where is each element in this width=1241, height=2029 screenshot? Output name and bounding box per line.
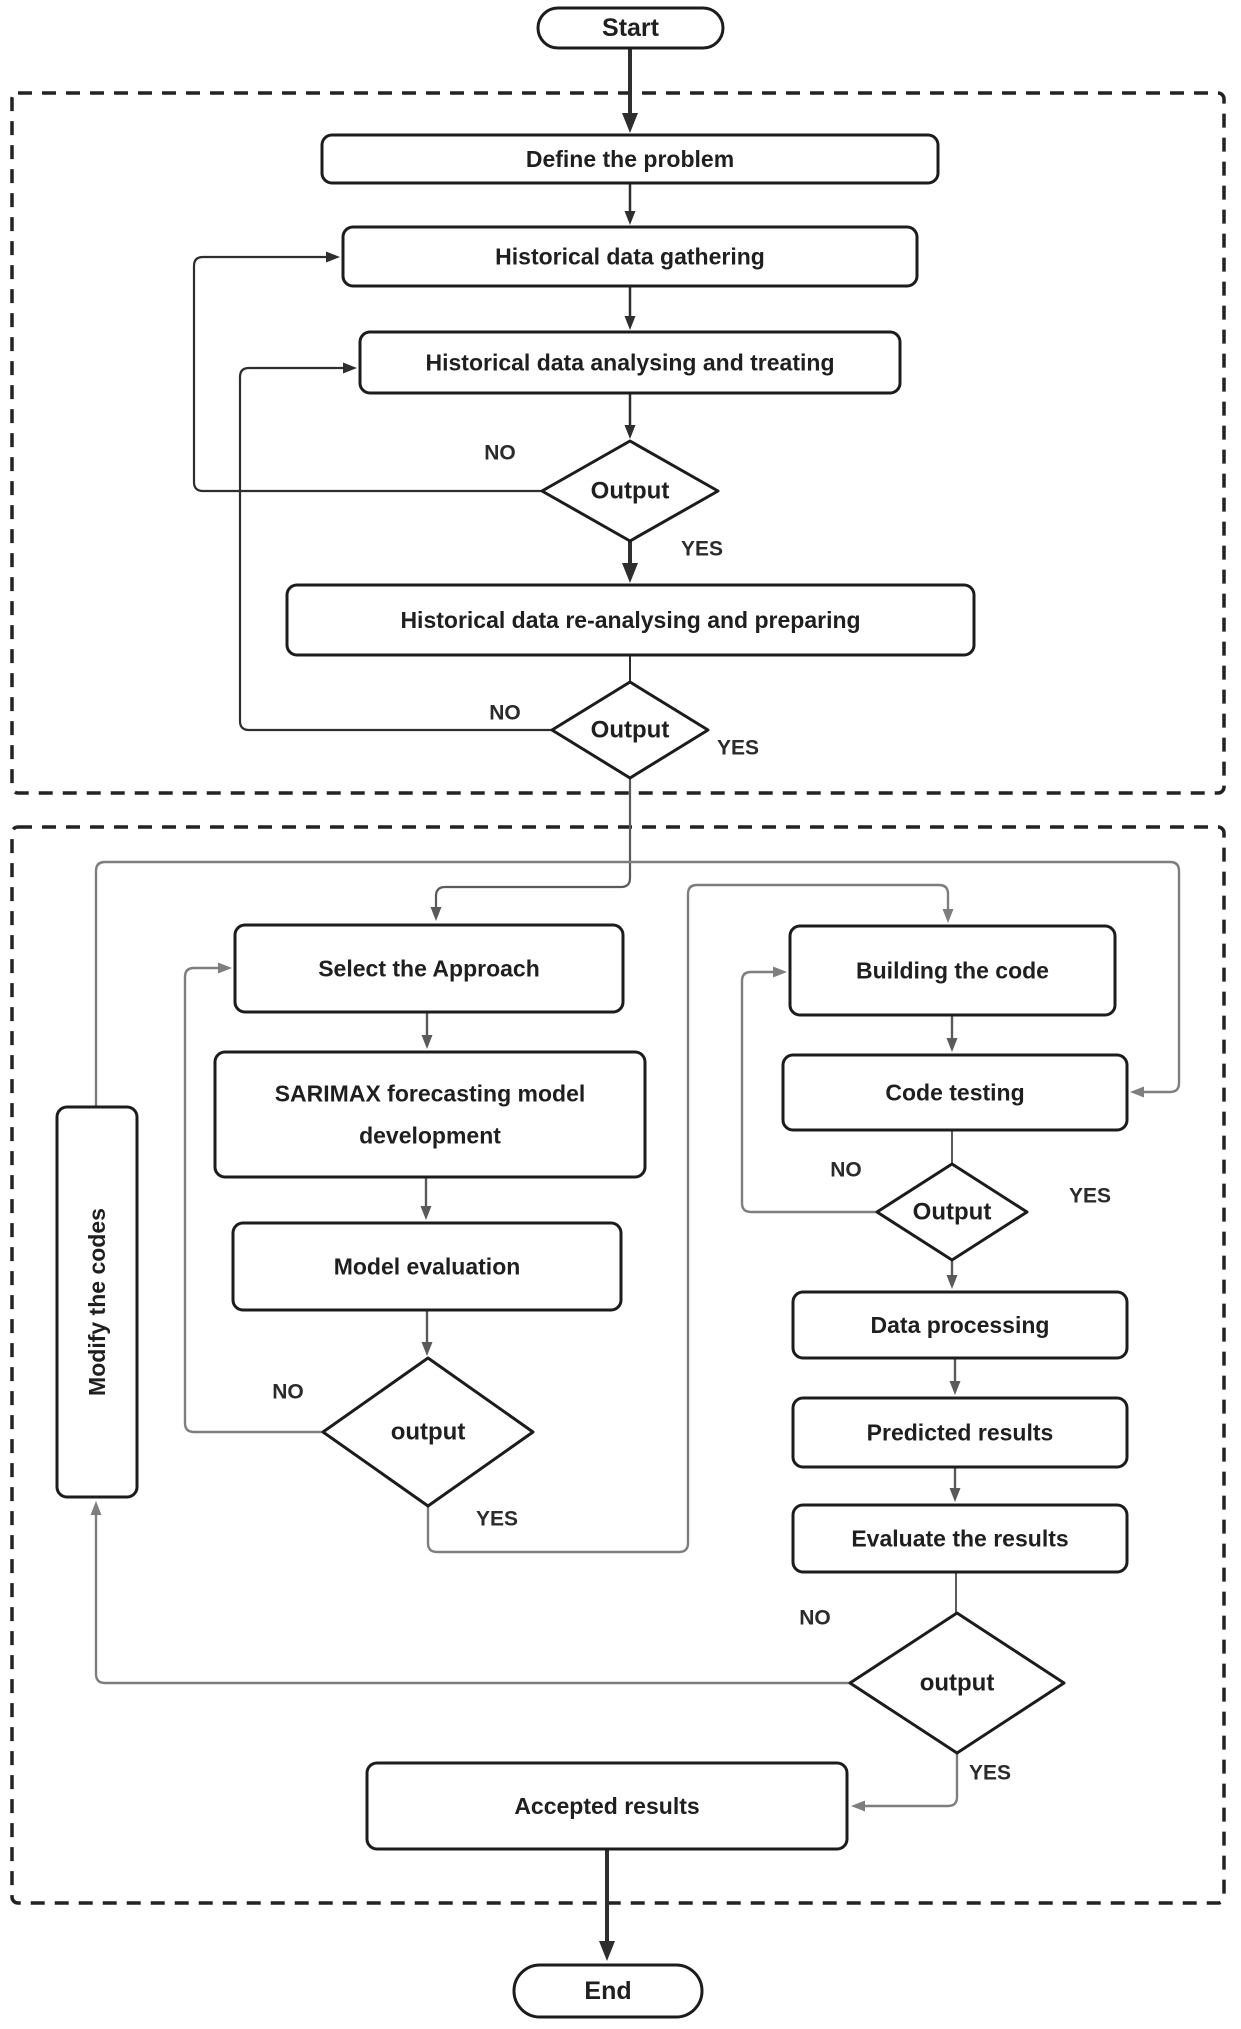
edge-output1-no-loop <box>192 251 543 493</box>
label-no-outputL: NO <box>272 1381 304 1404</box>
edge-output3-yes-dataproc <box>946 1260 958 1289</box>
start-terminator: Start <box>536 6 725 50</box>
phase-1-dashed-box <box>10 91 1226 795</box>
code-testing-step-label: Code testing <box>885 1080 1024 1106</box>
edge-gathering-analysing <box>624 286 636 330</box>
output-decision-model: output <box>321 1356 535 1508</box>
edge-start-define <box>622 48 638 133</box>
edge-outputL-yes-building <box>426 883 954 1554</box>
sarimax-model-development-step: SARIMAX forecasting model development <box>213 1050 647 1179</box>
data-processing-step: Data processing <box>791 1290 1129 1360</box>
output-decision-results: output <box>848 1611 1066 1755</box>
label-yes-output2: YES <box>717 737 759 760</box>
end-terminator: End <box>512 1963 704 2019</box>
edge-sarimax-modeleval <box>420 1177 432 1220</box>
sarimax-model-development-step-label: SARIMAX forecasting model <box>275 1081 586 1107</box>
evaluate-results-step: Evaluate the results <box>791 1503 1129 1574</box>
accepted-results-step-label: Accepted results <box>514 1793 699 1819</box>
edge-analysing-output1 <box>624 393 636 439</box>
data-reanalysing-preparing-step: Historical data re-analysing and prepari… <box>285 583 976 657</box>
modify-the-codes-step: Modify the codes <box>55 1105 139 1499</box>
output-decision-results-label: output <box>920 1670 995 1697</box>
evaluate-results-step-label: Evaluate the results <box>851 1526 1068 1552</box>
edge-output4-no-modify <box>90 1501 850 1685</box>
select-approach-step: Select the Approach <box>233 923 625 1014</box>
output-decision-code-label: Output <box>913 1199 992 1226</box>
predicted-results-step: Predicted results <box>791 1396 1129 1469</box>
edge-output1-yes <box>622 541 638 583</box>
edge-modify-codetesting <box>94 860 1181 1107</box>
define-problem-step-label: Define the problem <box>526 146 734 172</box>
code-testing-step: Code testing <box>781 1053 1129 1132</box>
edge-outputL-no-loop <box>183 962 323 1434</box>
edge-output2-no-loop <box>238 362 552 732</box>
start-terminator-label: Start <box>602 14 660 42</box>
historical-data-gathering-step: Historical data gathering <box>341 225 919 288</box>
edge-dataproc-predicted <box>949 1358 961 1395</box>
output-decision-2-label: Output <box>591 717 670 744</box>
label-yes-output1: YES <box>681 538 723 561</box>
model-evaluation-step: Model evaluation <box>231 1221 623 1312</box>
data-reanalysing-preparing-step-label: Historical data re-analysing and prepari… <box>400 607 860 633</box>
edge-output4-yes-accepted <box>851 1753 959 1812</box>
label-yes-outputL: YES <box>476 1508 518 1531</box>
model-evaluation-step-label: Model evaluation <box>334 1254 521 1280</box>
label-yes-output3: YES <box>1069 1185 1111 1208</box>
edge-accepted-end <box>599 1849 615 1961</box>
end-terminator-label: End <box>584 1977 631 2005</box>
building-the-code-step: Building the code <box>788 924 1117 1017</box>
historical-data-gathering-step-label: Historical data gathering <box>495 244 765 270</box>
edge-modeleval-outputL <box>421 1310 433 1356</box>
define-problem-step: Define the problem <box>320 133 940 185</box>
edge-select-sarimax <box>421 1012 433 1049</box>
data-analysing-treating-step-label: Historical data analysing and treating <box>426 350 835 376</box>
output-decision-code: Output <box>875 1162 1029 1262</box>
accepted-results-step: Accepted results <box>365 1761 849 1851</box>
data-analysing-treating-step: Historical data analysing and treating <box>358 330 902 395</box>
output-decision-2: Output <box>550 680 710 780</box>
edge-output2-yes-select <box>430 778 632 921</box>
sarimax-model-development-step-label: development <box>359 1123 501 1149</box>
output-decision-model-label: output <box>391 1419 466 1446</box>
select-approach-step-label: Select the Approach <box>318 956 540 982</box>
label-no-output4: NO <box>799 1607 831 1630</box>
edge-building-codetesting <box>946 1015 958 1052</box>
modify-the-codes-step-label: Modify the codes <box>84 1208 110 1396</box>
label-no-output1: NO <box>484 442 516 465</box>
building-the-code-step-label: Building the code <box>856 958 1049 984</box>
edge-output3-no-loop <box>740 966 877 1214</box>
data-processing-step-label: Data processing <box>871 1312 1050 1338</box>
output-decision-1: Output <box>540 439 720 543</box>
phase-2-dashed-box <box>10 825 1226 1905</box>
label-no-output2: NO <box>489 702 521 725</box>
label-yes-output4: YES <box>969 1762 1011 1785</box>
predicted-results-step-label: Predicted results <box>867 1420 1054 1446</box>
edge-predicted-evaluate <box>949 1467 961 1502</box>
label-no-output3: NO <box>830 1159 862 1182</box>
output-decision-1-label: Output <box>591 478 670 505</box>
edge-define-gathering <box>624 183 636 225</box>
